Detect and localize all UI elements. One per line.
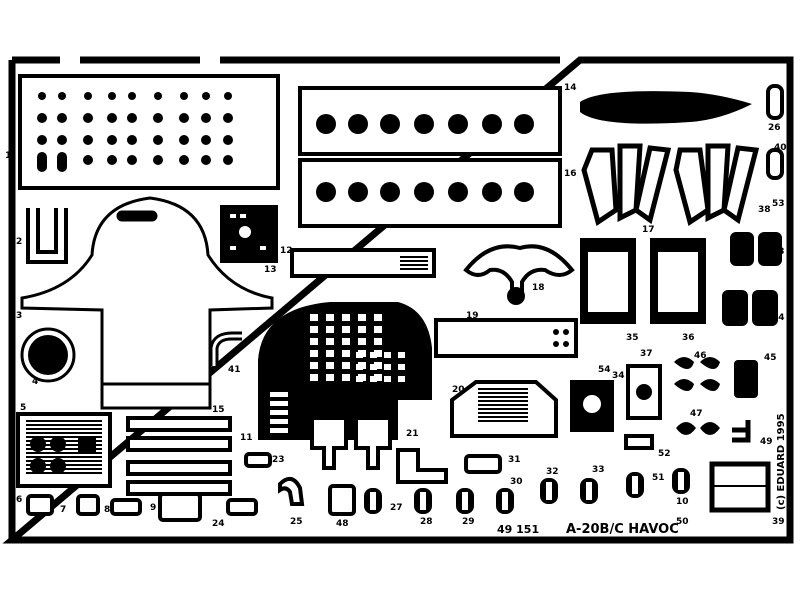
part-40-ring [766,148,784,180]
part-number-label: 26 [768,123,781,133]
part-number-label: 37 [640,349,653,359]
copyright-text: (c) EDUARD 1995 [776,413,787,510]
part-number-label: 51 [652,473,665,483]
part-13-panel [220,205,278,263]
part-number-label: 38 [758,205,771,215]
bottom-small-parts [26,452,690,522]
part-number-label: 6 [16,495,22,505]
part-1-hole-panel [18,74,280,190]
part-number-label: 49 [760,437,773,447]
part-52-tab [624,434,654,450]
part-number-label: 54 [598,365,611,375]
part-number-label: 29 [462,517,475,527]
part-4-round-gauge [20,327,76,383]
part-number-label: 22 [336,403,349,413]
part-number-label: 1 [5,151,11,161]
part-16-hole-panels [298,86,562,228]
part-number-label: 14 [564,83,577,93]
part-34-plate [570,380,614,432]
part-number-label: 7 [60,505,66,515]
part-number-label: 50 [676,517,689,527]
part-number-label: 33 [592,465,605,475]
part-number-label: 32 [546,467,559,477]
part-number-label: 18 [532,283,545,293]
part-number-label: 4 [32,377,38,387]
part-number-label: 21 [406,429,419,439]
part-number-label: 8 [104,505,110,515]
part-17-pedals [581,143,760,227]
part-21-bracket [396,448,448,484]
part-number-label: 10 [676,497,689,507]
part-5-instrument-box [16,412,112,488]
part-45-box [734,360,758,398]
part-18-yoke [463,244,575,305]
part-number-label: 15 [212,405,225,415]
part-14-control-column [580,91,752,124]
fret-title: A-20B/C HAVOC [566,522,679,537]
part-20-box [450,380,558,438]
part-number-label: 53 [772,199,785,209]
part-12-strip [290,248,436,278]
part-2-bracket [26,208,68,264]
part-number-label: 20 [452,385,465,395]
part-number-label: 46 [694,351,707,361]
part-number-label: 47 [690,409,703,419]
part-number-label: 48 [336,519,349,529]
part-46-valves [674,357,720,391]
part-number-label: 2 [16,237,22,247]
part-37-plate [626,364,662,420]
part-number-label: 11 [240,433,253,443]
part-number-label: 23 [272,455,285,465]
part-number-label: 19 [466,311,479,321]
part-number-label: 27 [390,503,403,513]
part-number-label: 13 [264,265,277,275]
part-number-label: 31 [508,455,521,465]
part-number-label: 44 [772,313,785,323]
part-49-tee [732,420,751,443]
part-22-brackets [310,416,392,470]
part-35-36-panels [580,238,706,324]
part-number-label: 24 [212,519,225,529]
part-number-label: 42 [736,237,749,247]
fret-code: 49 151 [497,523,539,536]
part-number-label: 3 [16,311,22,321]
part-number-label: 17 [642,225,655,235]
part-47-valves [676,422,720,435]
part-number-label: 39 [772,517,785,527]
part-number-label: 25 [290,517,303,527]
part-42-43-knobs [730,232,782,266]
part-19-rail [434,318,578,358]
part-44-knobs [722,290,778,326]
part-number-label: 43 [772,247,785,257]
part-11-instrument-panel [258,302,432,440]
part-number-label: 28 [420,517,433,527]
part-15-bars [126,416,232,496]
part-number-label: 5 [20,403,26,413]
part-number-label: 16 [564,169,577,179]
part-number-label: 34 [612,371,625,381]
part-24-clip [766,84,784,120]
part-number-label: 12 [280,246,293,256]
part-number-label: 36 [682,333,695,343]
part-number-label: 45 [764,353,777,363]
part-number-label: 30 [510,477,523,487]
part-number-label: 52 [658,449,671,459]
part-number-label: 35 [626,333,639,343]
part-number-label: 9 [150,503,156,513]
fret-frame [2,56,794,544]
part-39-panel [709,461,771,513]
part-number-label: 40 [774,143,787,153]
part-number-label: 41 [228,365,241,375]
